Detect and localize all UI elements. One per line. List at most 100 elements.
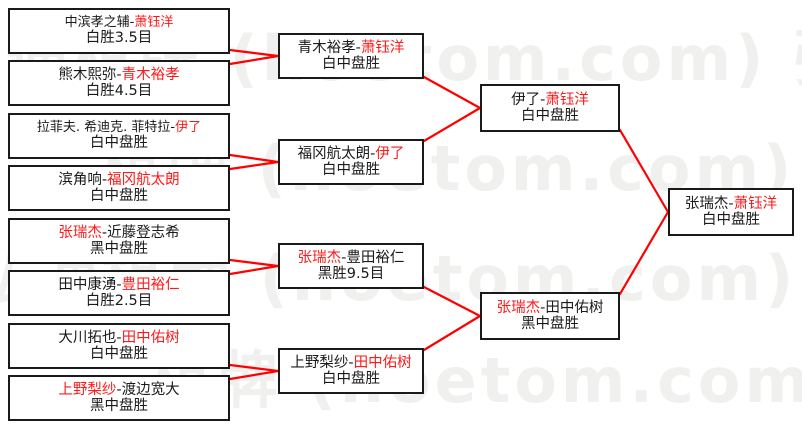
match-result: 白中盘胜 <box>322 371 380 387</box>
player-separator: - <box>728 195 734 212</box>
match-result: 白胜4.5目 <box>85 83 153 99</box>
match-result: 白中盘胜 <box>322 162 380 178</box>
match-players: 大川拓也-田中佑树 <box>58 330 179 346</box>
player-right: 田中佑树 <box>545 299 604 316</box>
connector-line <box>228 48 280 58</box>
watermark-text: 棋牌 (hoetom.com) 弘通 <box>150 344 802 417</box>
match-box-r4m1[interactable]: 张瑞杰-萧钰洋 白中盘胜 <box>668 188 794 236</box>
match-result: 黑胜9.5目 <box>317 266 385 282</box>
player-separator: - <box>116 66 122 83</box>
player-separator: - <box>129 14 135 30</box>
match-result: 白中盘胜 <box>90 188 148 204</box>
match-result: 黑中盘胜 <box>521 316 579 332</box>
player-separator: - <box>101 224 108 241</box>
match-box-r3m2[interactable]: 张瑞杰-田中佑树 黑中盘胜 <box>480 292 620 340</box>
player-left: 中滨孝之辅 <box>64 14 130 30</box>
match-players: 拉菲夫. 希迪克. 菲特拉-伊了 <box>36 119 202 136</box>
match-box-r1m4[interactable]: 滨角响-福冈航太朗 白中盘胜 <box>8 165 230 211</box>
player-left: 田中康湧 <box>58 276 117 293</box>
player-right: 伊了 <box>175 119 202 135</box>
player-separator: - <box>348 354 354 371</box>
player-separator: - <box>116 276 122 293</box>
match-players: 张瑞杰-近藤登志希 <box>58 225 179 241</box>
player-right: 萧钰洋 <box>733 195 778 212</box>
player-left: 拉菲夫. 希迪克. 菲特拉 <box>36 119 171 135</box>
player-right: 萧钰洋 <box>545 91 589 108</box>
player-right: 豊田裕仁 <box>346 249 405 266</box>
match-players: 中滨孝之辅-萧钰洋 <box>64 14 174 31</box>
connector-line <box>422 285 482 318</box>
match-box-r2m2[interactable]: 福冈航太朗-伊了 白中盘胜 <box>278 139 424 185</box>
match-players: 张瑞杰-豊田裕仁 <box>298 250 405 266</box>
connector-line <box>228 54 280 66</box>
connector-line <box>228 153 280 164</box>
player-separator: - <box>116 329 122 346</box>
player-separator: - <box>101 171 108 188</box>
player-separator: - <box>170 119 176 135</box>
player-right: 豊田裕仁 <box>121 276 180 293</box>
connector-line <box>618 210 670 296</box>
match-players: 上野梨纱-田中佑树 <box>290 355 411 371</box>
player-separator: - <box>540 299 546 316</box>
player-left: 上野梨纱 <box>290 354 349 371</box>
connector-line <box>228 369 280 381</box>
connector-line <box>228 264 280 276</box>
player-left: 熊木熙弥 <box>58 66 117 83</box>
connector-line <box>422 314 482 352</box>
player-separator: - <box>341 249 347 266</box>
player-right: 萧钰洋 <box>134 14 174 30</box>
match-result: 白胜2.5目 <box>85 293 153 309</box>
match-result: 白中盘胜 <box>702 212 760 228</box>
player-right: 近藤登志希 <box>107 224 180 241</box>
player-left: 福冈航太朗 <box>297 145 371 162</box>
connector-line <box>618 128 670 214</box>
match-players: 张瑞杰-萧钰洋 <box>685 196 777 212</box>
match-box-r2m3[interactable]: 张瑞杰-豊田裕仁 黑胜9.5目 <box>278 243 424 289</box>
player-right: 田中佑树 <box>353 354 412 371</box>
player-right: 伊了 <box>375 145 405 162</box>
match-box-r1m3[interactable]: 拉菲夫. 希迪克. 菲特拉-伊了 白中盘胜 <box>8 113 230 159</box>
player-right: 萧钰洋 <box>360 39 405 56</box>
connector-line <box>228 258 280 268</box>
match-box-r1m1[interactable]: 中滨孝之辅-萧钰洋 白胜3.5目 <box>8 8 230 54</box>
player-left: 张瑞杰 <box>496 299 541 316</box>
player-left: 张瑞杰 <box>297 249 342 266</box>
player-separator: - <box>540 91 546 108</box>
player-left: 青木裕孝 <box>297 39 356 56</box>
match-box-r2m4[interactable]: 上野梨纱-田中佑树 白中盘胜 <box>278 348 424 394</box>
match-players: 伊了-萧钰洋 <box>511 92 589 108</box>
match-result: 白中盘胜 <box>322 56 380 72</box>
player-separator: - <box>355 39 361 56</box>
player-right: 福冈航太朗 <box>107 171 180 188</box>
match-box-r1m8[interactable]: 上野梨纱-渡边宽大 黑中盘胜 <box>8 375 230 421</box>
match-box-r3m1[interactable]: 伊了-萧钰洋 白中盘胜 <box>480 84 620 132</box>
match-box-r1m5[interactable]: 张瑞杰-近藤登志希 黑中盘胜 <box>8 218 230 264</box>
match-box-r1m2[interactable]: 熊木熙弥-青木裕孝 白胜4.5目 <box>8 60 230 106</box>
connector-line <box>422 106 482 143</box>
match-players: 张瑞杰-田中佑树 <box>497 300 604 316</box>
connector-line <box>228 160 280 171</box>
match-players: 青木裕孝-萧钰洋 <box>298 40 405 56</box>
match-result: 黑中盘胜 <box>90 241 148 257</box>
match-box-r1m7[interactable]: 大川拓也-田中佑树 白中盘胜 <box>8 323 230 369</box>
match-result: 白中盘胜 <box>90 135 148 152</box>
player-left: 张瑞杰 <box>58 224 102 241</box>
match-box-r2m1[interactable]: 青木裕孝-萧钰洋 白中盘胜 <box>278 33 424 79</box>
player-left: 滨角响 <box>58 171 102 188</box>
match-players: 上野梨纱-渡边宽大 <box>58 382 179 398</box>
player-left: 伊了 <box>511 91 541 108</box>
match-players: 滨角响-福冈航太朗 <box>58 172 179 188</box>
match-result: 白胜3.5目 <box>85 30 153 47</box>
player-separator: - <box>116 381 122 398</box>
player-left: 大川拓也 <box>58 329 117 346</box>
player-right: 渡边宽大 <box>121 381 180 398</box>
match-result: 白中盘胜 <box>521 108 579 124</box>
connector-line <box>422 75 482 110</box>
match-box-r1m6[interactable]: 田中康湧-豊田裕仁 白胜2.5目 <box>8 270 230 316</box>
match-players: 田中康湧-豊田裕仁 <box>58 277 179 293</box>
player-right: 田中佑树 <box>121 329 180 346</box>
match-players: 熊木熙弥-青木裕孝 <box>58 67 179 83</box>
player-separator: - <box>370 145 376 162</box>
player-left: 上野梨纱 <box>58 381 117 398</box>
